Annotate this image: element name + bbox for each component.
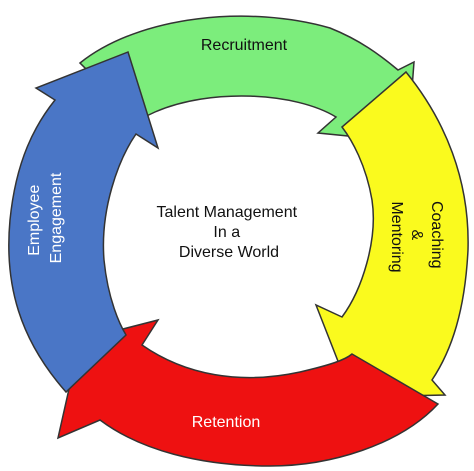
recruitment-label-line: Recruitment — [201, 37, 288, 54]
coaching-arrow-shape — [314, 70, 469, 398]
retention-label: Retention — [192, 414, 261, 431]
center-title-line-2: In a — [213, 224, 240, 241]
engagement-label-line-1: Employee — [26, 185, 43, 256]
coaching-label-line-3: Mentoring — [388, 201, 405, 272]
recruitment-label: Recruitment — [201, 37, 288, 54]
retention-label-line: Retention — [192, 414, 261, 431]
center-title-line-3: Diverse World — [179, 244, 279, 261]
coaching-arrow: Coaching & Mentoring — [314, 70, 469, 398]
center-title: Talent Management In a Diverse World — [157, 204, 302, 261]
retention-arrow: Retention — [56, 318, 440, 467]
coaching-label: Coaching & Mentoring — [388, 201, 445, 273]
engagement-label-line-2: Engagement — [48, 172, 65, 263]
engagement-label: Employee Engagement — [26, 172, 65, 263]
engagement-arrow-shape — [8, 51, 160, 394]
recruitment-arrow-shape — [78, 15, 415, 143]
coaching-label-line-1: Coaching — [428, 201, 445, 269]
center-title-line-1: Talent Management — [157, 204, 298, 221]
coaching-label-line-2: & — [408, 229, 425, 240]
engagement-arrow: Employee Engagement — [8, 51, 160, 394]
recruitment-arrow: Recruitment — [78, 15, 415, 143]
retention-arrow-shape — [56, 318, 440, 467]
